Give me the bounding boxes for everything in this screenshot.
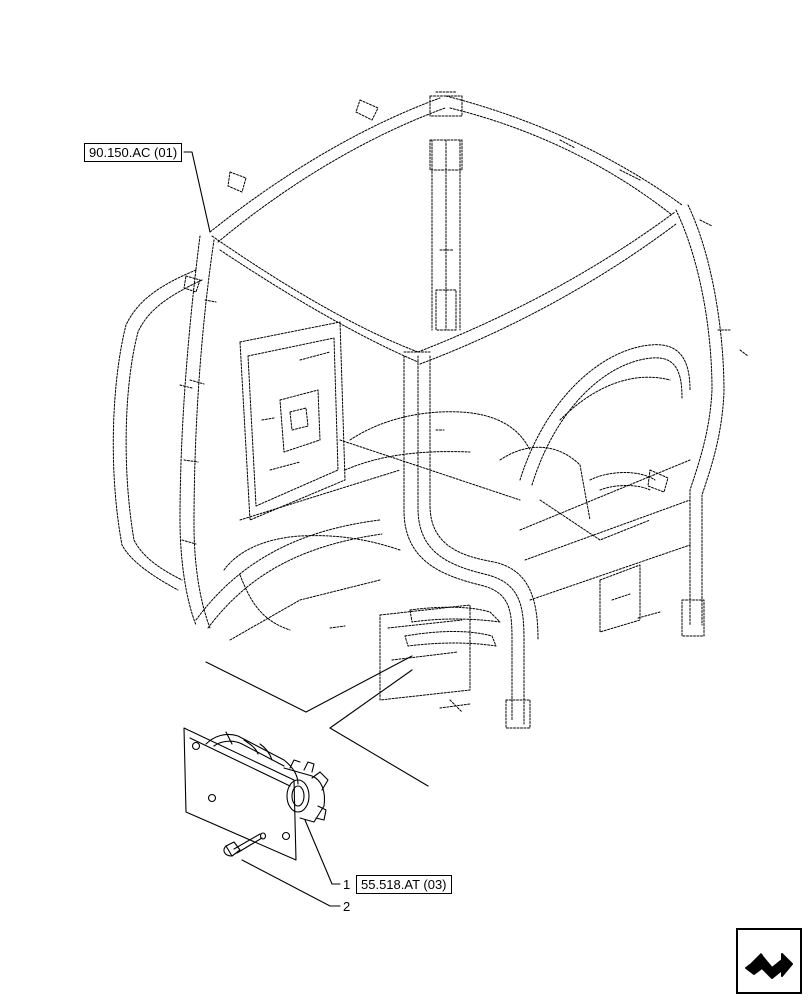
floor-frame (195, 439, 691, 713)
item-number-2: 2 (343, 899, 351, 914)
locator-line-lower (329, 669, 413, 729)
leader-item-2 (241, 859, 341, 907)
locator-line-left (205, 661, 307, 713)
cab-frame (112, 91, 749, 729)
ref-callout-top[interactable]: 90.150.AC (01) (84, 143, 183, 162)
leader-item-1 (304, 819, 341, 885)
right-front-pillar (675, 204, 749, 637)
rear-lower-frame (344, 411, 531, 471)
locator-line-upper (305, 655, 413, 713)
roof-frame (209, 91, 683, 365)
ref-callout-bottom[interactable]: 55.518.AT (03) (356, 875, 452, 894)
leader-ref-top (183, 151, 211, 233)
next-page-arrow-icon[interactable] (736, 928, 802, 994)
front-pillar (403, 351, 539, 729)
item-number-1: 1 (343, 877, 351, 892)
locator-line-right (329, 727, 429, 787)
left-rear-panel (239, 321, 346, 521)
rear-pillar (429, 139, 463, 331)
left-door-outline (112, 269, 203, 591)
left-front-pillar (179, 235, 217, 629)
leader-lines (183, 151, 429, 907)
detail-part-bracket (183, 727, 329, 861)
bolt (223, 832, 267, 857)
